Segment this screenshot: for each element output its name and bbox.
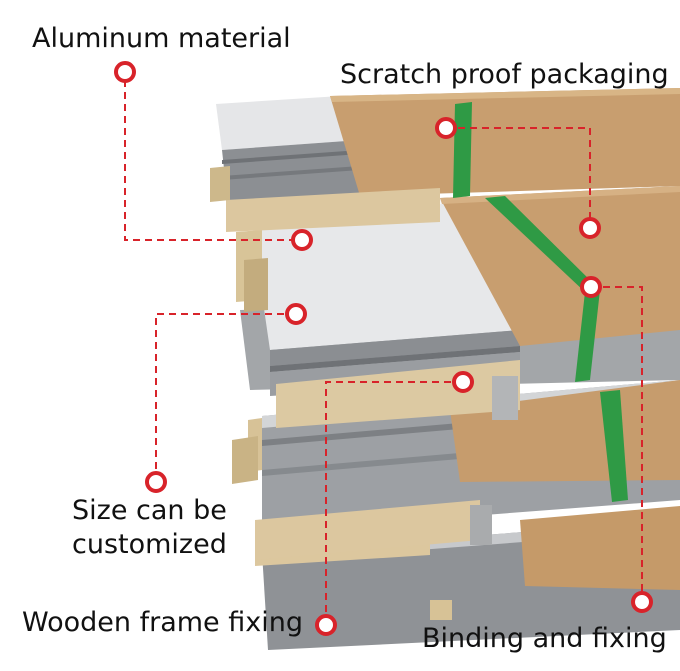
callout-markers	[114, 61, 653, 636]
label-size-line1: Size can be	[72, 495, 227, 526]
callout-lines	[124, 80, 643, 625]
marker-aluminum-end	[291, 229, 313, 251]
marker-size-start	[285, 303, 307, 325]
marker-binding-start	[580, 276, 602, 298]
marker-size-end	[145, 471, 167, 493]
label-aluminum-material: Aluminum material	[32, 23, 291, 54]
label-scratch-proof: Scratch proof packaging	[340, 59, 669, 90]
marker-binding-end	[631, 591, 653, 613]
label-size-line2: customized	[72, 529, 227, 560]
pallet-layer-2	[236, 186, 680, 428]
label-binding-fixing: Binding and fixing	[422, 623, 667, 654]
marker-scratch-end	[579, 217, 601, 239]
marker-wooden-start	[452, 371, 474, 393]
pallet-layer-1	[210, 88, 680, 232]
marker-scratch-start	[435, 117, 457, 139]
label-wooden-frame: Wooden frame fixing	[22, 607, 303, 638]
marker-aluminum-start	[114, 61, 136, 83]
marker-wooden-end	[315, 614, 337, 636]
